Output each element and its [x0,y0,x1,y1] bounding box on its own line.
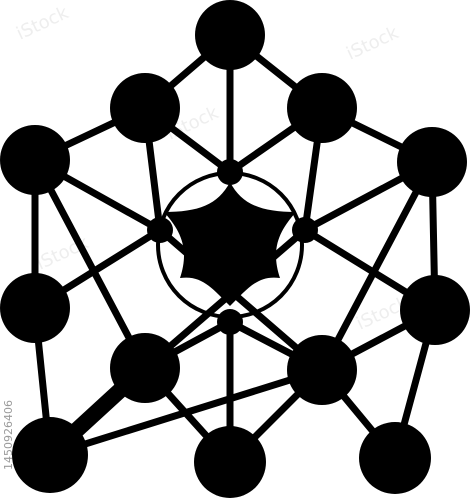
atom-left [0,125,70,195]
junction-nodes [147,159,318,335]
atom-inner-right [287,335,357,405]
watermark-side-id: 1450926406 [2,400,15,470]
junction-top [217,159,243,185]
atom-bottom [194,426,266,498]
bond-bl-rmid [46,366,326,459]
junction-left [147,217,173,243]
atom-mid-left [0,273,70,343]
atom-top-right [287,73,357,143]
bond-right-rmid [318,158,436,374]
atom-mid-right [400,275,470,345]
atom-bottom-right [359,422,431,494]
atom-right [397,127,467,197]
atom-bottom-left [12,417,88,493]
atom-top-left [110,73,180,143]
atom-top [195,0,265,70]
atom-inner-left [110,333,180,403]
center-star [164,182,296,306]
watermark-brand-1: iStock [13,2,72,44]
bond-left-lmid [31,156,149,372]
junction-right [292,217,318,243]
watermark-brand-2: iStock [343,22,402,64]
junction-bottom [217,309,243,335]
